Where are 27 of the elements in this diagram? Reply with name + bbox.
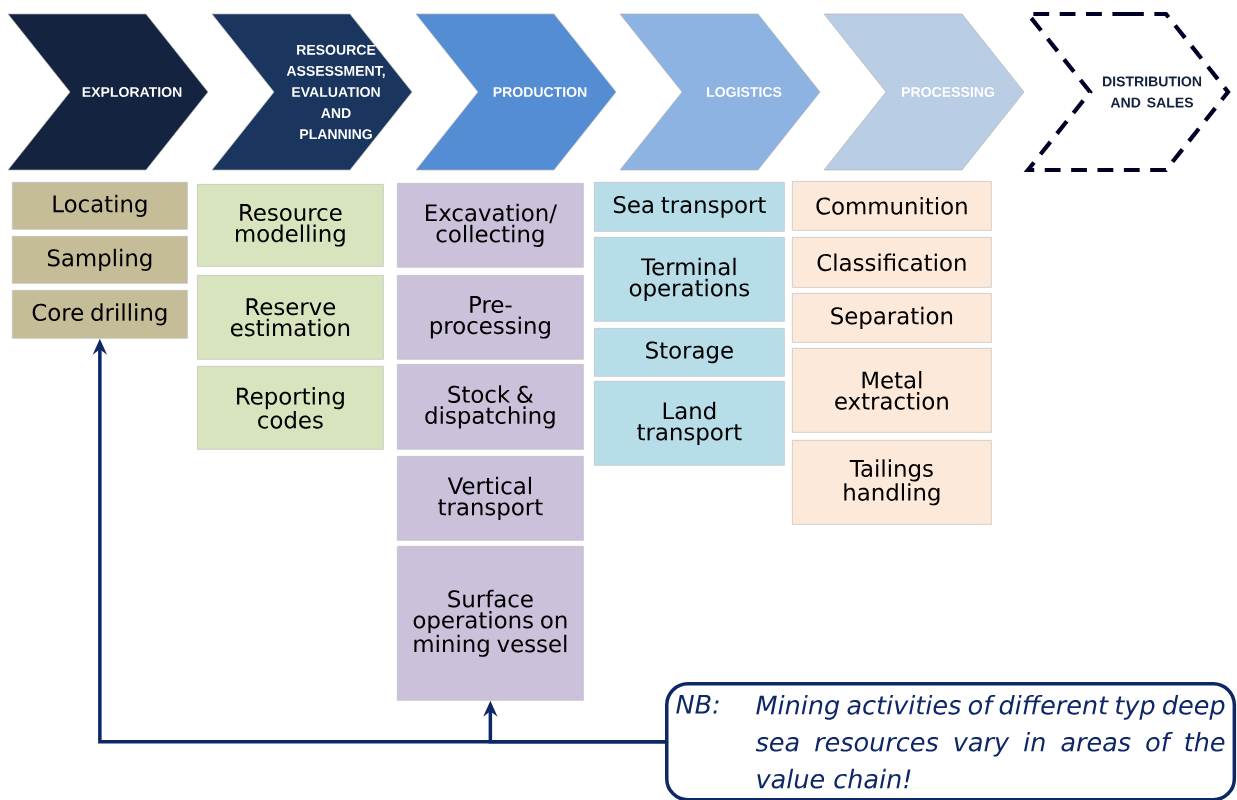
process-stage: LOGISTICS <box>619 13 821 171</box>
activity-box: Stock & dispatching <box>397 364 584 450</box>
process-stage: EXPLORATION <box>7 13 209 171</box>
process-stage: PROCESSING <box>823 13 1025 171</box>
activity-box: Terminal operations <box>594 237 785 322</box>
activity-box: Pre-processing <box>397 275 584 360</box>
activity-box: Separation <box>792 293 992 343</box>
activity-box: Resource modelling <box>197 184 384 267</box>
activity-box: Sea transport <box>594 182 785 232</box>
process-stage: RESOURCE ASSESSMENT, EVALUATION AND PLANNING <box>211 13 413 171</box>
activity-box: Storage <box>594 328 785 377</box>
process-stage: PRODUCTION <box>415 13 617 171</box>
activity-box: Reporting codes <box>197 366 384 450</box>
activity-box: Communition <box>792 181 992 231</box>
activity-box: Excavation/ collecting <box>397 183 584 268</box>
activity-box: Core drilling <box>12 290 188 339</box>
note-box: NB: Mining activities of different typ deep sea resources vary in areas of the value chain! <box>665 682 1237 800</box>
activity-box: Land transport <box>594 381 785 466</box>
activity-box: Locating <box>12 182 188 230</box>
activity-box: Metal extraction <box>792 348 992 433</box>
activity-box: Vertical transport <box>397 456 584 541</box>
process-stage: DISTRIBUTION AND SALES <box>1023 11 1231 173</box>
activity-box: Classification <box>792 237 992 288</box>
activity-box: Sampling <box>12 236 188 284</box>
activity-box: Tailings handling <box>792 440 992 525</box>
activity-box: Reserve estimation <box>197 275 384 360</box>
activity-box: Surface operations on mining vessel <box>397 546 584 701</box>
